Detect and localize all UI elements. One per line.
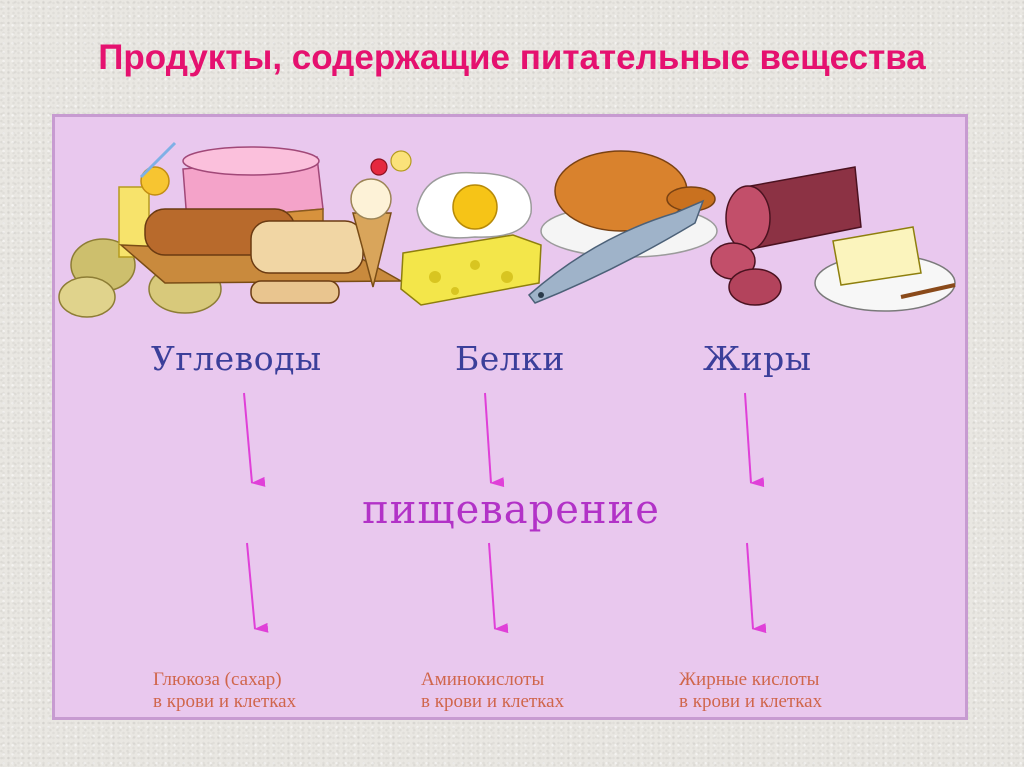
arrow-digestion-to-fattyacids: [746, 542, 767, 634]
arrow-carbs-to-digestion: [243, 392, 266, 487]
fish-icon: [527, 199, 705, 304]
sausage-icon: [710, 166, 862, 306]
flow-arrows: [243, 392, 767, 634]
category-carbohydrates: Углеводы: [151, 339, 322, 378]
fried-egg-icon: [416, 171, 532, 239]
butter-icon: [814, 226, 956, 312]
arrow-digestion-to-aminoacids: [488, 542, 509, 634]
result-fattyacids: Жирные кислоты в крови и клетках: [679, 669, 822, 713]
ice-cream-icon: [350, 150, 412, 288]
result-glucose-line1: Глюкоза (сахар): [153, 669, 282, 690]
result-glucose-line2: в крови и клетках: [153, 691, 297, 712]
bread-icon: [118, 208, 404, 304]
result-fattyacids-line1: Жирные кислоты: [679, 669, 820, 690]
result-fattyacids-line2: в крови и клетках: [679, 691, 823, 712]
food-illustration: [58, 141, 956, 318]
page-title: Продукты, содержащие питательные веществ…: [98, 38, 926, 77]
result-aminoacids-line1: Аминокислоты: [421, 669, 545, 690]
category-fats: Жиры: [703, 339, 812, 378]
arrow-proteins-to-digestion: [484, 392, 505, 488]
arrow-fats-to-digestion: [744, 392, 765, 488]
category-proteins: Белки: [455, 339, 565, 378]
digestion-label: пищеварение: [362, 487, 660, 533]
arrow-digestion-to-glucose: [246, 542, 269, 633]
diagram-panel: Углеводы Белки Жиры пищеварение Глюкоза …: [52, 114, 968, 720]
cheese-icon: [400, 234, 542, 306]
result-aminoacids: Аминокислоты в крови и клетках: [421, 669, 564, 713]
result-aminoacids-line2: в крови и клетках: [421, 691, 565, 712]
result-glucose: Глюкоза (сахар) в крови и клетках: [153, 669, 296, 713]
